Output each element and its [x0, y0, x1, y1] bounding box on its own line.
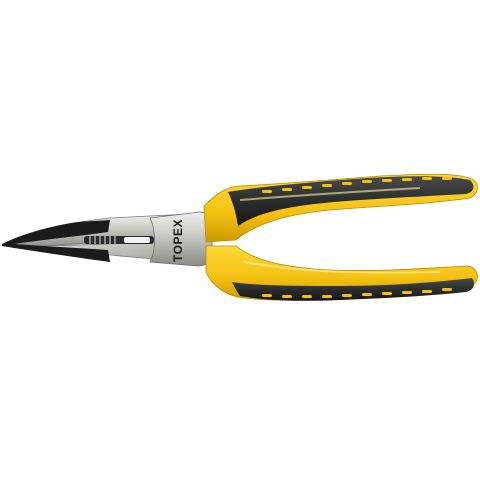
lower-grip-highlight: [243, 261, 441, 274]
upper-grip-highlight: [239, 187, 421, 201]
cutting-edge: [124, 237, 150, 243]
brand-logo: TOPEX: [171, 219, 185, 262]
serration-teeth: [89, 236, 116, 244]
lower-handle-insert: [232, 278, 474, 301]
upper-grip-dots: [262, 177, 452, 193]
lower-grip-dots: [262, 288, 452, 298]
jaw-tip: [2, 220, 110, 262]
